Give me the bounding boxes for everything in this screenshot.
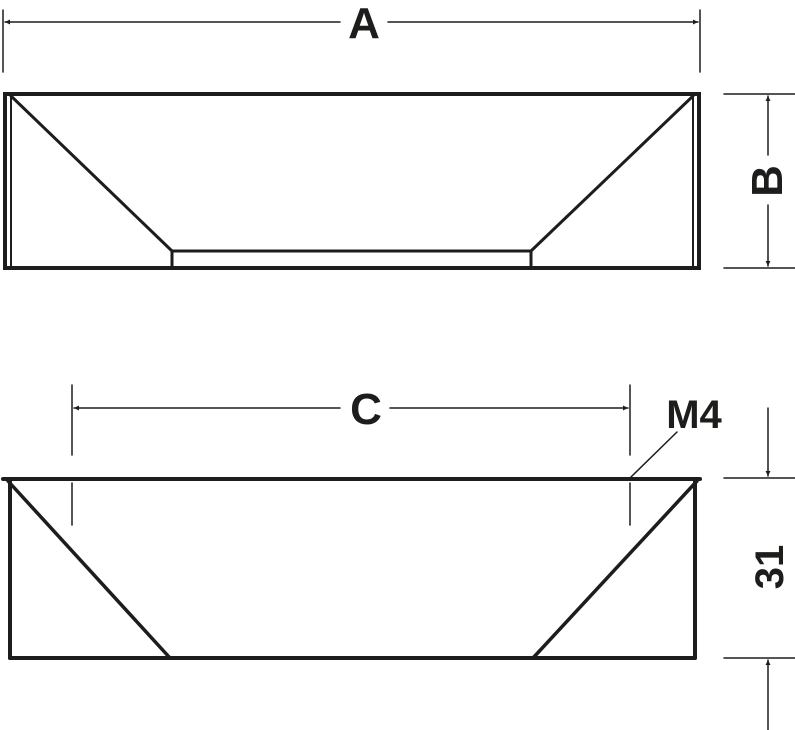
label-b: B xyxy=(743,165,792,197)
dimension-31 xyxy=(723,407,795,730)
side-view xyxy=(1,477,702,660)
dimension-b xyxy=(723,93,795,269)
m4-leader-line xyxy=(630,431,678,478)
dimension-c xyxy=(71,384,678,478)
top-view xyxy=(3,92,701,270)
label-m4: M4 xyxy=(666,393,722,437)
dimension-a xyxy=(2,9,701,73)
label-c: C xyxy=(350,385,382,434)
label-a: A xyxy=(348,0,380,48)
label-31: 31 xyxy=(748,545,792,590)
